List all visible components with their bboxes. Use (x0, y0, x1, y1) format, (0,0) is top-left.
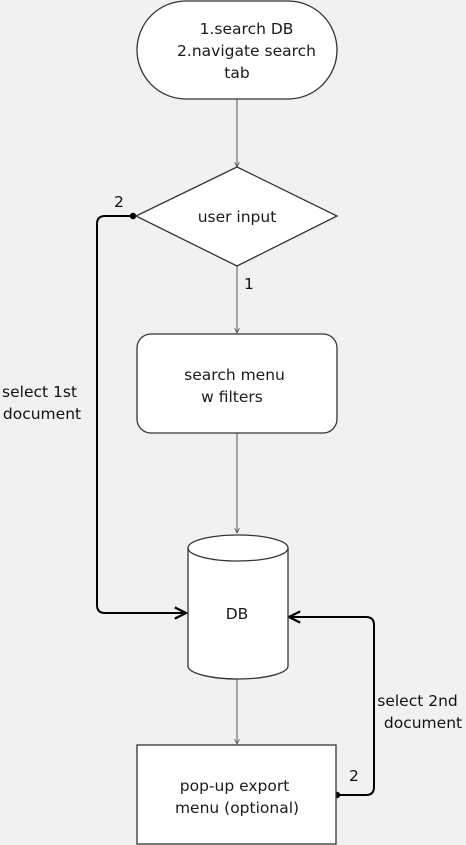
start-node-line-1: 1.search DB (200, 20, 294, 38)
svg-text:user input: user input (198, 208, 277, 226)
search-menu-node: search menu w filters (136, 333, 338, 434)
decision-port-label-2: 2 (114, 193, 124, 211)
svg-text:search menu w filters: search menu w filters (184, 366, 290, 406)
decision-node: user input (134, 166, 339, 267)
select-first-document-line-2: document (3, 405, 81, 423)
edge-decision-to-db (96, 215, 186, 613)
search-menu-line-1: search menu (184, 366, 285, 384)
export-menu-line-1: pop-up export (180, 777, 290, 795)
export-menu-line-2: menu (optional) (175, 799, 299, 817)
svg-text:DB: DB (226, 605, 249, 623)
db-node: DB (187, 534, 289, 680)
edge-export-menu-to-db (289, 617, 375, 796)
export-port-label-2: 2 (349, 767, 359, 785)
start-node: 1.search DB 2.navigate search tab (136, 0, 338, 100)
select-first-document-line-1: select 1st (2, 383, 77, 401)
select-second-document-label: select 2nd document (377, 692, 462, 732)
start-node-line-3: tab (224, 64, 249, 82)
svg-text:1.search DB 2.navigate s: 1.search DB 2.navigate search tab (177, 20, 321, 82)
search-menu-line-2: w filters (201, 388, 263, 406)
svg-text:pop-up export menu (opti: pop-up export menu (optional) (175, 777, 299, 817)
decision-node-label: user input (198, 208, 277, 226)
select-second-document-line-2: document (384, 714, 462, 732)
decision-port-label-1: 1 (244, 275, 254, 293)
export-menu-node: pop-up export menu (optional) (136, 744, 337, 845)
select-first-document-label: select 1st document (2, 383, 82, 423)
select-second-document-line-1: select 2nd (377, 692, 458, 710)
db-node-label: DB (226, 605, 249, 623)
decision-port-dot (129, 212, 137, 220)
start-node-line-2: 2.navigate search (177, 42, 316, 60)
